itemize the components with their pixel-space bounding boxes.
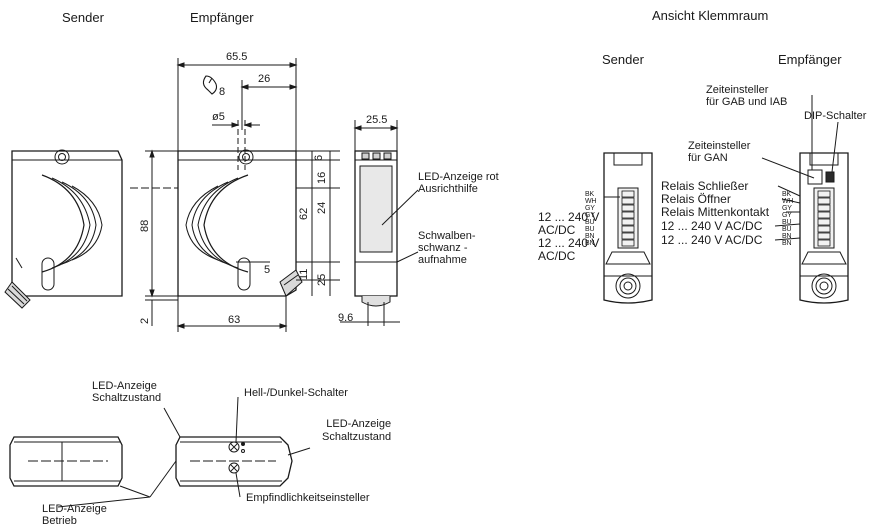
heading-sender-right: Sender [602,52,644,67]
label-volt-sender-1: 12 ... 240 V AC/DC [538,210,600,237]
bottom-sender-view [9,436,123,487]
narrow-side-view [340,120,419,326]
label-zeiteinsteller-gab: Zeiteinsteller für GAB und IAB [706,84,788,108]
label-schwalbenschwanz: Schwalben- schwanz - aufnahme [418,230,476,266]
sender-side-view [4,149,123,309]
dim-diameter-5: ø5 [212,111,225,123]
label-volt-receiver-1: 12 ... 240 V AC/DC [661,219,763,233]
heading-ansicht: Ansicht Klemmraum [652,8,769,23]
dim-25: 25 [316,273,328,286]
dim-wrench-size: 8 [219,86,226,98]
dim-25-5: 25.5 [366,114,388,126]
dim-24: 24 [316,201,328,214]
dim-62: 62 [298,207,310,220]
dim-11: 11 [298,268,310,280]
dim-63: 63 [228,314,241,326]
dim-5: 5 [264,264,271,276]
label-led-schaltzustand-right: LED-Anzeige Schaltzustand [322,418,392,443]
dim-65-5: 65.5 [226,51,248,63]
label-relais-mitte: Relais Mittenkontakt [661,205,770,219]
receiver-terminal-view [761,95,849,304]
heading-empfaenger-top: Empfänger [190,10,254,25]
label-led-betrieb: LED-Anzeige Betrieb [42,503,107,527]
label-volt-sender-2: 12 ... 240 V AC/DC [538,236,600,263]
dim-88: 88 [139,219,151,232]
label-relais-oeffner: Relais Öffner [661,192,731,206]
label-zeiteinsteller-gan: Zeiteinsteller für GAN [688,140,751,164]
label-led-schaltzustand-left: LED-Anzeige Schaltzustand [92,380,162,404]
label-empfindlichkeit: Empfindlichkeitseinsteller [246,492,370,504]
label-relais-schliesser: Relais Schließer [661,179,749,193]
bottom-receiver-view [57,396,311,508]
label-led-rot: LED-Anzeige rot Ausrichthilfe [418,171,499,195]
label-dip-schalter: DIP-Schalter [804,110,867,122]
sender-terminal-view [603,152,653,304]
label-volt-receiver-2: 12 ... 240 V AC/DC [661,233,763,247]
dim-9-6: 9.6 [338,312,354,324]
dim-6: 6 [313,154,325,161]
wire-list-sender: BK WH GY GY BU BU BN BN [585,191,597,247]
dim-26: 26 [258,73,271,85]
heading-empfaenger-right: Empfänger [778,52,842,67]
heading-sender-top: Sender [62,10,104,25]
dim-16: 16 [316,171,328,184]
wire-list-receiver: BK WH GY GY BU BU BN BN [782,191,794,247]
label-hell-dunkel: Hell-/Dunkel-Schalter [244,387,348,399]
receiver-front-view [130,58,340,332]
dim-2: 2 [139,317,151,324]
